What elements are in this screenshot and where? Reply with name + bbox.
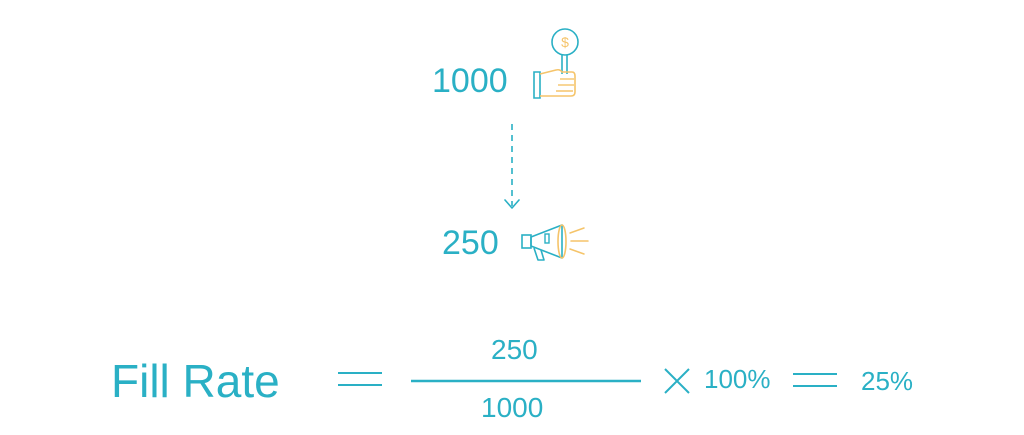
requests-value: 1000 bbox=[432, 62, 508, 100]
formula-label: Fill Rate bbox=[111, 355, 280, 407]
hand-holding-coin-sign-icon: $ bbox=[533, 28, 579, 99]
multiply-sign bbox=[664, 368, 690, 394]
equals-sign bbox=[338, 372, 382, 386]
fraction-bar bbox=[411, 379, 641, 383]
dashed-down-arrow-icon bbox=[504, 124, 520, 209]
formula-result: 25% bbox=[861, 366, 914, 396]
megaphone-icon bbox=[521, 224, 589, 261]
equals-sign-result bbox=[793, 373, 837, 387]
formula-denominator: 1000 bbox=[481, 392, 544, 423]
formula-numerator: 250 bbox=[491, 334, 538, 365]
svg-text:$: $ bbox=[561, 34, 569, 50]
impressions-value: 250 bbox=[442, 224, 499, 262]
formula-multiplier: 100% bbox=[704, 364, 771, 394]
